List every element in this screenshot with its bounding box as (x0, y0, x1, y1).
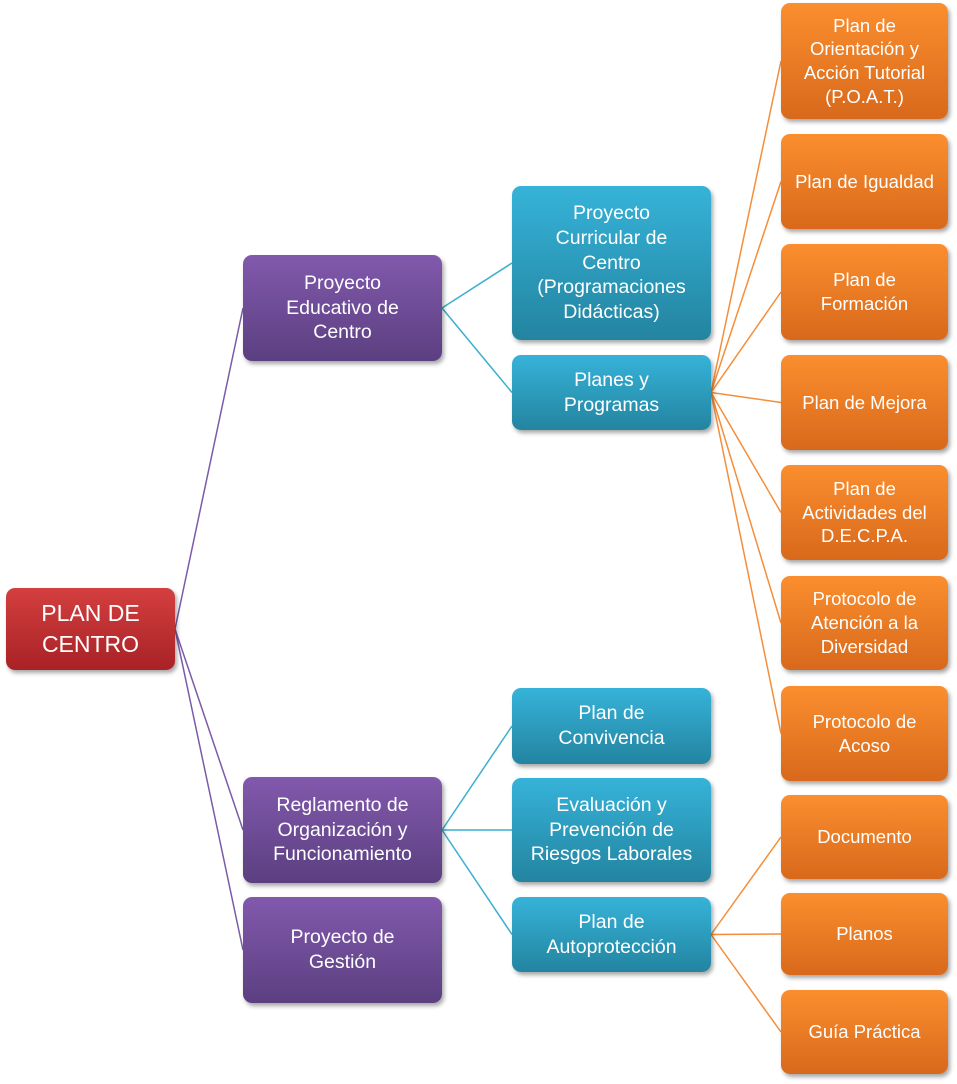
node-label: Proyecto de Gestión (290, 926, 395, 973)
connector-reglamento-rof-to-plan-autoproteccion (441, 829, 513, 935)
node-proyecto-gestion: Proyecto de Gestión (243, 897, 442, 1003)
node-label: PLAN DE CENTRO (41, 599, 140, 657)
connector-proyecto-educativo-to-proyecto-curricular (441, 262, 513, 309)
node-plan-mejora: Plan de Mejora (781, 355, 948, 450)
connector-proyecto-educativo-to-planes-programas (441, 307, 513, 393)
connector-planes-programas-to-plan-actividades (710, 392, 782, 513)
node-label: Plan de Igualdad (795, 170, 934, 192)
connector-plan-autoproteccion-to-documento (710, 836, 782, 935)
node-plan-formacion: Plan de Formación (781, 244, 948, 340)
connector-planes-programas-to-poat (710, 60, 782, 393)
node-label: Plan de Mejora (802, 391, 927, 413)
connector-planes-programas-to-plan-mejora (710, 391, 782, 404)
node-documento: Documento (781, 795, 948, 879)
connector-plan-de-centro-to-proyecto-educativo (174, 307, 244, 630)
node-label: Protocolo de Acoso (812, 710, 917, 756)
connector-plan-de-centro-to-proyecto-gestion (174, 628, 244, 951)
node-label: Evaluación y Prevención de Riesgos Labor… (530, 793, 693, 866)
node-label: Proyecto Curricular de Centro (Programac… (537, 201, 686, 324)
node-label: Proyecto Educativo de Centro (286, 271, 399, 344)
connector-plan-autoproteccion-to-guia-practica (710, 934, 782, 1033)
connector-plan-de-centro-to-reglamento-rof (174, 628, 244, 831)
node-label: Planes y Programas (563, 368, 660, 416)
node-reglamento-rof: Reglamento de Organización y Funcionamie… (243, 777, 442, 883)
node-label: Plan de Orientación y Acción Tutorial (P… (803, 14, 926, 107)
node-proyecto-educativo: Proyecto Educativo de Centro (243, 255, 442, 361)
node-label: Documento (817, 826, 912, 848)
node-plan-actividades: Plan de Actividades del D.E.C.P.A. (781, 465, 948, 560)
connector-plan-autoproteccion-to-planos (710, 933, 782, 936)
node-protocolo-acoso: Protocolo de Acoso (781, 686, 948, 781)
node-planes-programas: Planes y Programas (512, 355, 711, 430)
node-label: Plan de Convivencia (558, 702, 665, 749)
connector-planes-programas-to-protocolo-diversidad (710, 392, 782, 624)
node-poat: Plan de Orientación y Acción Tutorial (P… (781, 3, 948, 119)
node-label: Plan de Autoprotección (546, 910, 677, 958)
connector-planes-programas-to-plan-formacion (710, 291, 782, 393)
node-protocolo-diversidad: Protocolo de Atención a la Diversidad (781, 576, 948, 670)
connector-reglamento-rof-to-plan-convivencia (441, 725, 513, 831)
node-label: Guía Práctica (808, 1021, 921, 1043)
node-plan-autoproteccion: Plan de Autoprotección (512, 897, 711, 972)
node-proyecto-curricular: Proyecto Curricular de Centro (Programac… (512, 186, 711, 340)
connector-planes-programas-to-plan-igualdad (710, 181, 782, 393)
node-guia-practica: Guía Práctica (781, 990, 948, 1074)
connector-planes-programas-to-protocolo-acoso (710, 392, 782, 734)
node-plan-igualdad: Plan de Igualdad (781, 134, 948, 229)
node-riesgos-laborales: Evaluación y Prevención de Riesgos Labor… (512, 778, 711, 882)
node-planos: Planos (781, 893, 948, 975)
node-label: Plan de Formación (820, 269, 909, 314)
node-plan-de-centro: PLAN DE CENTRO (6, 588, 175, 670)
node-label: Plan de Actividades del D.E.C.P.A. (802, 477, 927, 547)
node-plan-convivencia: Plan de Convivencia (512, 688, 711, 764)
node-label: Reglamento de Organización y Funcionamie… (273, 793, 412, 866)
node-label: Planos (836, 923, 893, 945)
node-label: Protocolo de Atención a la Diversidad (811, 588, 918, 657)
